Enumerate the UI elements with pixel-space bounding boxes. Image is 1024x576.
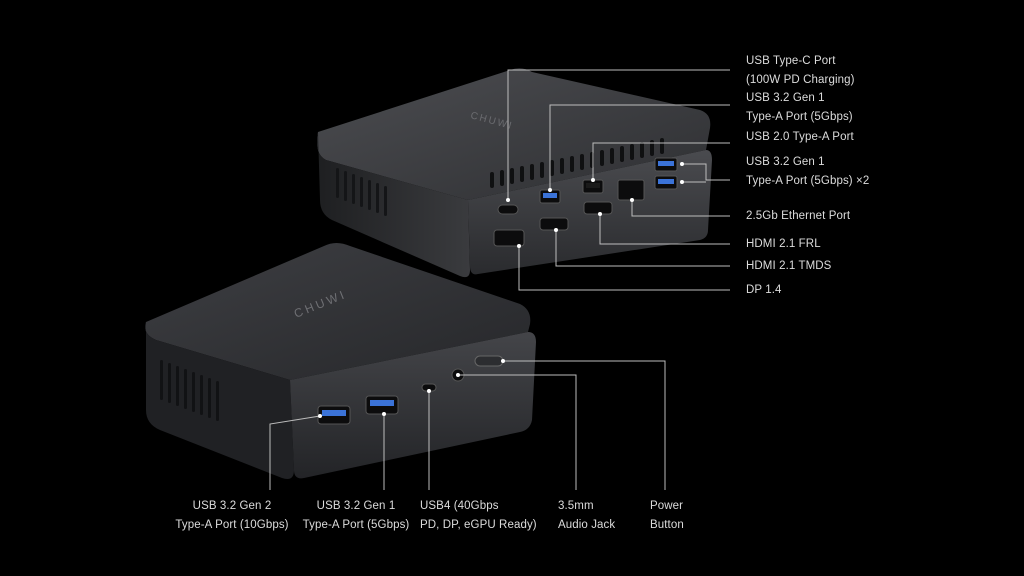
label-front-usb32-gen1-line2: Type-A Port (5Gbps) bbox=[302, 519, 410, 531]
label-audio-line2: Audio Jack bbox=[558, 519, 616, 531]
label-usb4-line2: PD, DP, eGPU Ready) bbox=[420, 519, 537, 531]
dp-port bbox=[493, 229, 525, 247]
label-usb4-line1: USB4 (40Gbps bbox=[420, 500, 499, 512]
rear-unit-side bbox=[317, 132, 470, 278]
front-unit: CHUWI bbox=[145, 243, 536, 479]
label-hdmi-frl-line1: HDMI 2.1 FRL bbox=[746, 238, 821, 250]
label-power-line1: Power bbox=[650, 500, 684, 512]
label-hdmi-frl: HDMI 2.1 FRL bbox=[746, 235, 821, 254]
leader-rear-usb32 bbox=[549, 104, 730, 190]
rear-vents bbox=[490, 138, 664, 188]
label-usb-c-pd-line2: (100W PD Charging) bbox=[746, 74, 855, 86]
hdmi-frl-port bbox=[583, 201, 613, 215]
leader-hdmi-tmds bbox=[555, 230, 730, 267]
usb-c-pd-port bbox=[497, 204, 519, 215]
label-usb32-x2: USB 3.2 Gen 1 Type-A Port (5Gbps) ×2 bbox=[746, 153, 869, 191]
label-usb32-x2-line1: USB 3.2 Gen 1 bbox=[746, 156, 825, 168]
label-front-usb32-gen1-line1: USB 3.2 Gen 1 bbox=[316, 500, 396, 512]
leader-hdmi-frl bbox=[599, 214, 730, 245]
leader-front-usb32-gen2 bbox=[269, 415, 321, 490]
label-front-usb32-gen1: USB 3.2 Gen 1 Type-A Port (5Gbps) bbox=[298, 497, 414, 535]
label-front-usb32-gen2-line1: USB 3.2 Gen 2 bbox=[192, 500, 272, 512]
label-audio: 3.5mm Audio Jack bbox=[558, 497, 615, 535]
leader-ethernet bbox=[631, 200, 730, 217]
leader-usb20 bbox=[592, 142, 730, 180]
rear-ports bbox=[493, 157, 678, 247]
leader-power bbox=[503, 360, 666, 490]
leader-dp bbox=[518, 246, 730, 291]
label-power-line2: Button bbox=[650, 519, 684, 531]
label-usb-c-pd-line1: USB Type-C Port bbox=[746, 55, 836, 67]
leader-usb32-x2 bbox=[682, 163, 730, 181]
leader-usb-c bbox=[507, 69, 730, 200]
label-front-usb32-gen2: USB 3.2 Gen 2 Type-A Port (10Gbps) bbox=[172, 497, 292, 535]
rear-unit-side-vents bbox=[336, 168, 387, 216]
label-usb4: USB4 (40Gbps PD, DP, eGPU Ready) bbox=[420, 497, 537, 535]
leader-lines bbox=[269, 69, 730, 490]
rear-unit-top bbox=[317, 68, 711, 201]
label-audio-line1: 3.5mm bbox=[558, 500, 594, 512]
label-front-usb32-gen2-line2: Type-A Port (10Gbps) bbox=[175, 519, 289, 531]
label-rear-usb32-line2: Type-A Port (5Gbps) bbox=[746, 111, 853, 123]
label-usb-c-pd: USB Type-C Port (100W PD Charging) bbox=[746, 52, 855, 90]
front-unit-side-vents bbox=[160, 360, 219, 421]
front-ports bbox=[317, 355, 504, 425]
label-usb20: USB 2.0 Type-A Port bbox=[746, 128, 854, 147]
label-dp-line1: DP 1.4 bbox=[746, 284, 782, 296]
label-ethernet: 2.5Gb Ethernet Port bbox=[746, 207, 850, 226]
front-unit-port-panel bbox=[290, 332, 536, 479]
front-unit-top bbox=[145, 243, 531, 380]
label-rear-usb32: USB 3.2 Gen 1 Type-A Port (5Gbps) bbox=[746, 89, 853, 127]
rear-unit: CHUWI bbox=[317, 68, 712, 278]
label-rear-usb32-line1: USB 3.2 Gen 1 bbox=[746, 92, 825, 104]
label-ethernet-line1: 2.5Gb Ethernet Port bbox=[746, 210, 851, 222]
power-button bbox=[474, 355, 504, 367]
label-dp: DP 1.4 bbox=[746, 281, 782, 300]
leader-audio bbox=[458, 374, 577, 490]
label-usb32-x2-line2: Type-A Port (5Gbps) ×2 bbox=[746, 175, 870, 187]
leader-dots bbox=[318, 162, 684, 418]
label-hdmi-tmds: HDMI 2.1 TMDS bbox=[746, 257, 831, 276]
front-unit-side bbox=[145, 322, 294, 479]
label-usb20-line1: USB 2.0 Type-A Port bbox=[746, 131, 854, 143]
ethernet-port bbox=[617, 179, 645, 201]
hdmi-tmds-port bbox=[539, 217, 569, 231]
label-power: Power Button bbox=[650, 497, 684, 535]
label-hdmi-tmds-line1: HDMI 2.1 TMDS bbox=[746, 260, 832, 272]
